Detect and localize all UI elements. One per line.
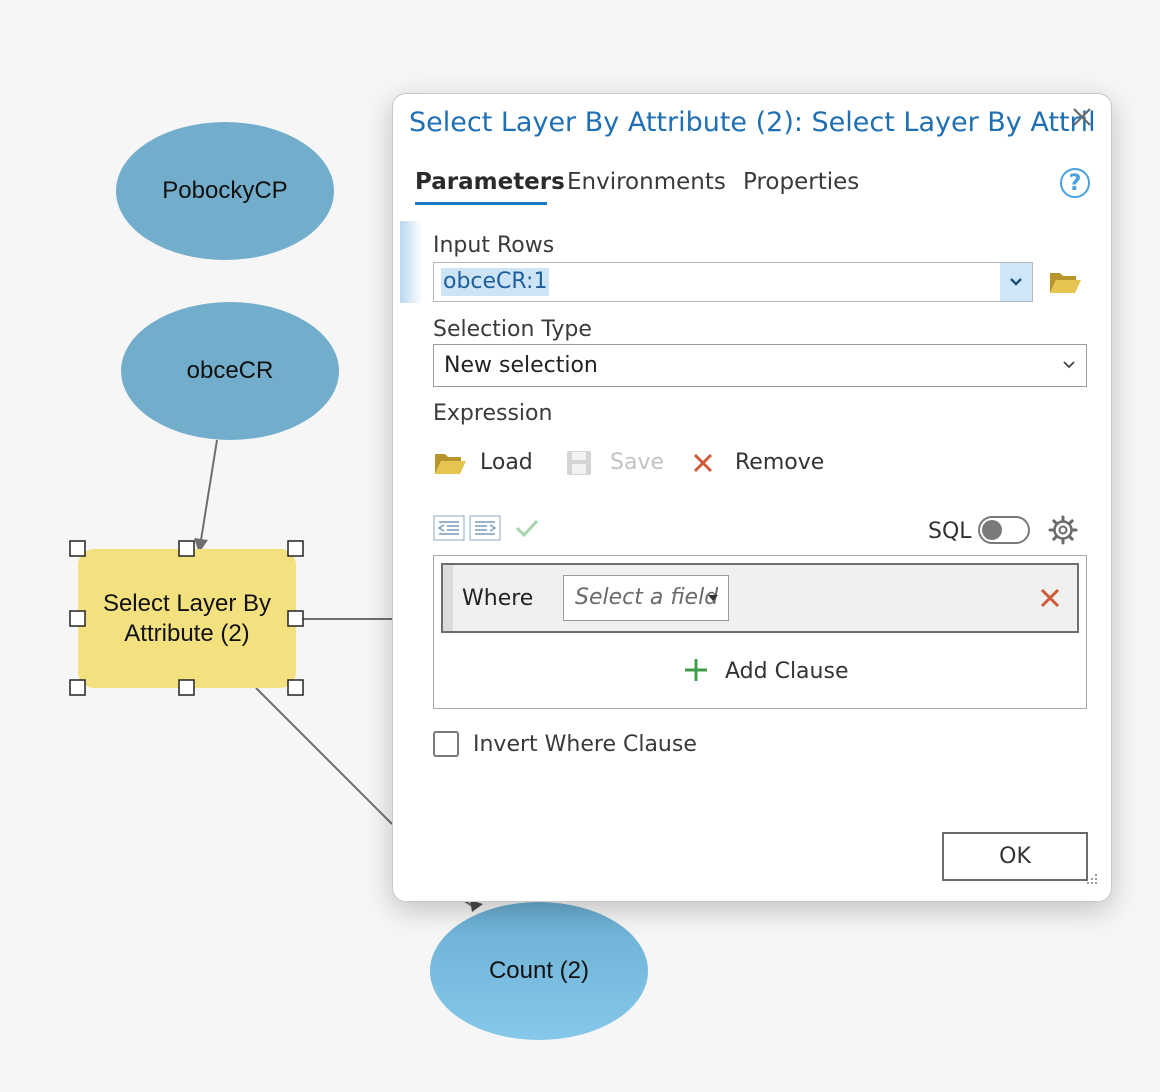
add-clause-button[interactable]: Add Clause <box>684 658 848 686</box>
remove-button[interactable]: Remove <box>692 449 824 477</box>
remove-clause-icon[interactable] <box>1039 587 1061 613</box>
tab-environments[interactable]: Environments <box>567 169 726 195</box>
dialog-title: Select Layer By Attribute (2): Select La… <box>409 107 1096 138</box>
selection-type-label: Selection Type <box>433 317 592 342</box>
load-label: Load <box>480 450 533 475</box>
parameter-focus-bar <box>400 221 422 303</box>
input-rows-value: obceCR:1 <box>441 268 550 296</box>
active-tab-indicator <box>415 202 547 205</box>
tool-dialog: Select Layer By Attribute (2): Select La… <box>392 93 1112 902</box>
toggle-knob <box>982 520 1002 540</box>
save-button[interactable]: Save <box>565 449 664 477</box>
field-select-placeholder: Select a field <box>575 585 719 610</box>
add-clause-label: Add Clause <box>725 659 849 684</box>
caret-down-icon <box>708 595 718 601</box>
input-rows-label: Input Rows <box>433 233 555 258</box>
browse-folder-icon[interactable] <box>1048 269 1082 299</box>
where-clause-row[interactable]: Where Select a field <box>441 563 1079 633</box>
invert-where-label: Invert Where Clause <box>473 732 697 757</box>
connector-obce-to-select <box>194 439 218 553</box>
selection-type-select[interactable]: New selection <box>433 344 1087 387</box>
tab-parameters[interactable]: Parameters <box>415 169 565 195</box>
folder-icon <box>435 454 466 474</box>
field-select[interactable]: Select a field <box>563 575 729 621</box>
save-icon <box>567 451 591 475</box>
remove-x-icon <box>693 453 713 473</box>
node-select-layer-by-attribute[interactable] <box>78 549 296 688</box>
node-count[interactable] <box>430 902 648 1040</box>
ok-button[interactable]: OK <box>942 832 1088 881</box>
gear-icon[interactable] <box>1047 514 1079 550</box>
help-icon[interactable]: ? <box>1060 168 1090 198</box>
node-pobockycp[interactable] <box>116 122 334 260</box>
resize-grip-icon[interactable] <box>1083 872 1099 892</box>
sql-toggle[interactable] <box>978 516 1030 544</box>
expression-builder: Where Select a field Add Clause <box>433 555 1087 709</box>
plus-icon <box>685 659 707 681</box>
verify-check-icon[interactable] <box>515 518 539 542</box>
chevron-down-icon <box>1062 355 1076 374</box>
save-label: Save <box>610 450 665 475</box>
close-icon[interactable] <box>1069 104 1097 132</box>
selection-type-value: New selection <box>444 353 598 378</box>
indent-icon[interactable] <box>469 515 501 545</box>
chevron-down-icon[interactable] <box>1000 263 1032 301</box>
tab-properties[interactable]: Properties <box>743 169 860 195</box>
invert-where-checkbox[interactable] <box>433 731 459 757</box>
load-button[interactable]: Load <box>433 449 533 477</box>
expression-label: Expression <box>433 401 553 426</box>
clause-drag-grip[interactable] <box>443 565 453 631</box>
sql-label: SQL <box>928 519 972 544</box>
remove-label: Remove <box>735 450 825 475</box>
selection-handles[interactable] <box>69 540 304 696</box>
input-rows-field[interactable]: obceCR:1 <box>433 262 1033 302</box>
node-obcecr[interactable] <box>121 302 339 440</box>
where-label: Where <box>462 586 534 611</box>
outdent-icon[interactable] <box>433 515 465 545</box>
connector-select-to-count <box>255 687 393 825</box>
